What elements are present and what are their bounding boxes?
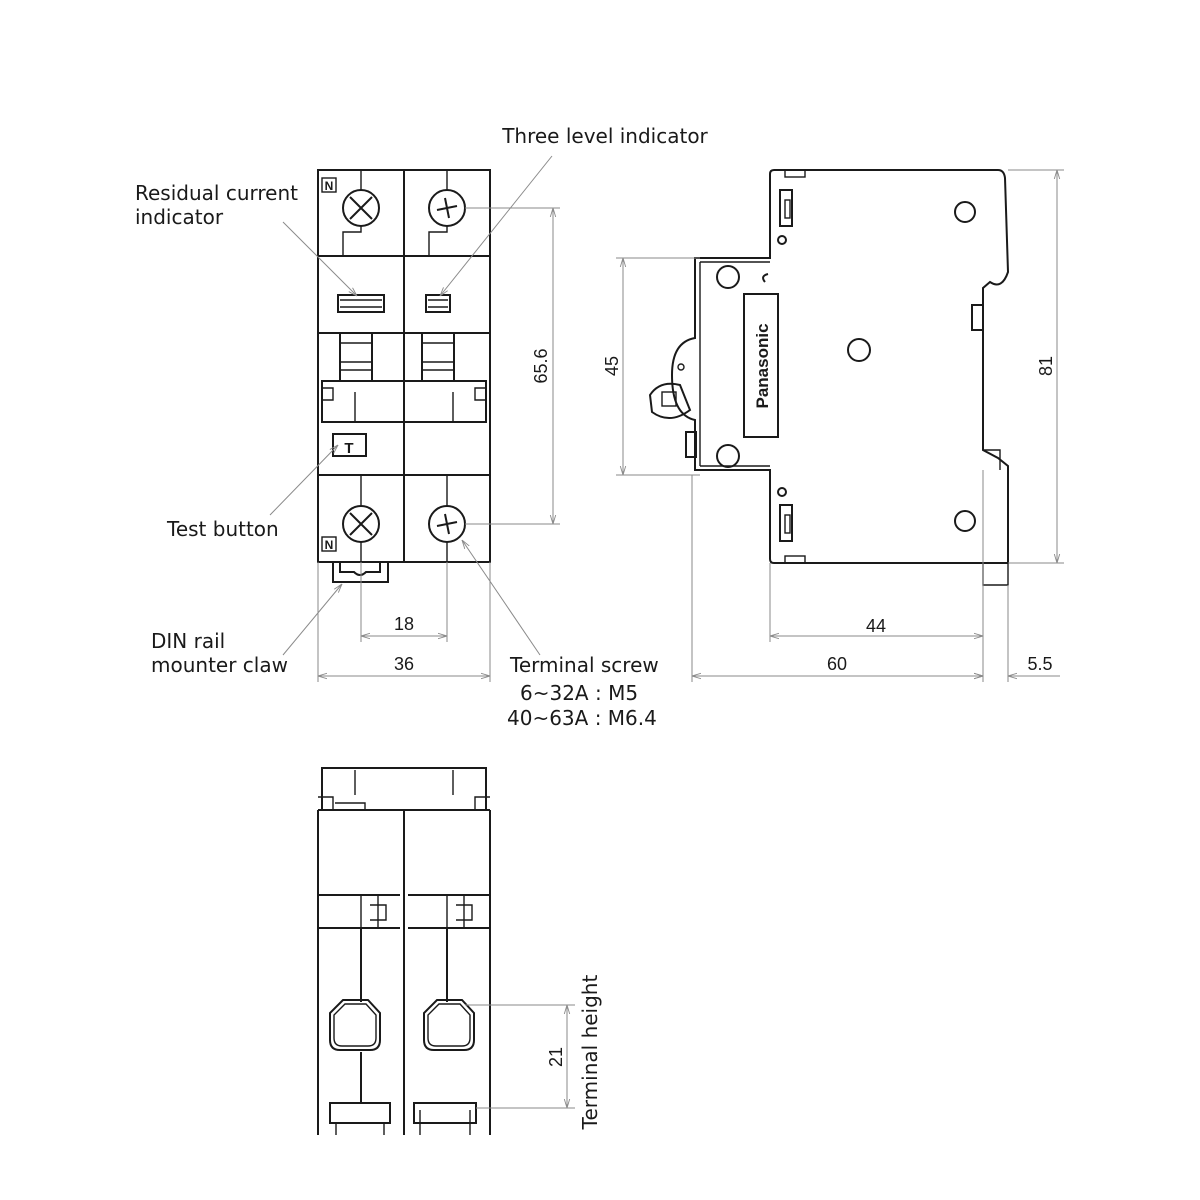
dim-60: 60 [827, 654, 847, 674]
dim-45: 45 [602, 356, 622, 376]
side-dimensions [616, 169, 1064, 682]
terminal-opening [423, 999, 475, 1051]
dim-44: 44 [866, 616, 886, 636]
bottom-view [317, 767, 491, 1135]
front-view: N N T [317, 169, 491, 583]
neutral-marker-icon: N [321, 536, 337, 552]
bottom-dimensions [465, 1004, 575, 1109]
three-level-indicator [425, 294, 451, 313]
label-mounter-claw: mounter claw [151, 653, 288, 677]
svg-text:N: N [325, 179, 334, 193]
dim-5-5: 5.5 [1027, 654, 1052, 674]
label-din-rail: DIN rail [151, 629, 225, 653]
terminal-screw-icon [342, 189, 380, 227]
dim-36: 36 [394, 654, 414, 674]
svg-text:T: T [344, 440, 353, 457]
terminal-opening [329, 999, 381, 1051]
dim-65-6: 65.6 [531, 348, 551, 383]
label-residual-current: Residual current [135, 181, 298, 205]
label-screw-spec-2: 40~63A : M6.4 [507, 706, 657, 730]
toggle-handle [321, 332, 487, 423]
label-terminal-screw: Terminal screw [509, 653, 659, 677]
label-three-level-indicator: Three level indicator [501, 124, 708, 148]
neutral-marker-icon: N [321, 177, 337, 193]
dim-18: 18 [394, 614, 414, 634]
terminal-screw-icon [342, 505, 380, 543]
terminal-screw-icon [428, 189, 466, 227]
svg-text:N: N [325, 538, 334, 552]
label-screw-spec-1: 6~32A : M5 [520, 681, 638, 705]
brand-label: Panasonic [743, 293, 779, 438]
label-test-button: Test button [166, 517, 279, 541]
svg-text:Panasonic: Panasonic [753, 323, 772, 408]
terminal-screw-icon [428, 505, 466, 543]
residual-current-indicator [337, 294, 385, 313]
label-terminal-height: Terminal height [578, 975, 602, 1131]
side-view: Panasonic [648, 169, 1010, 586]
dim-21: 21 [546, 1047, 566, 1067]
label-residual-indicator: indicator [135, 205, 224, 229]
dim-81: 81 [1036, 356, 1056, 376]
leader-lines [269, 155, 553, 656]
front-dimensions [317, 207, 560, 682]
